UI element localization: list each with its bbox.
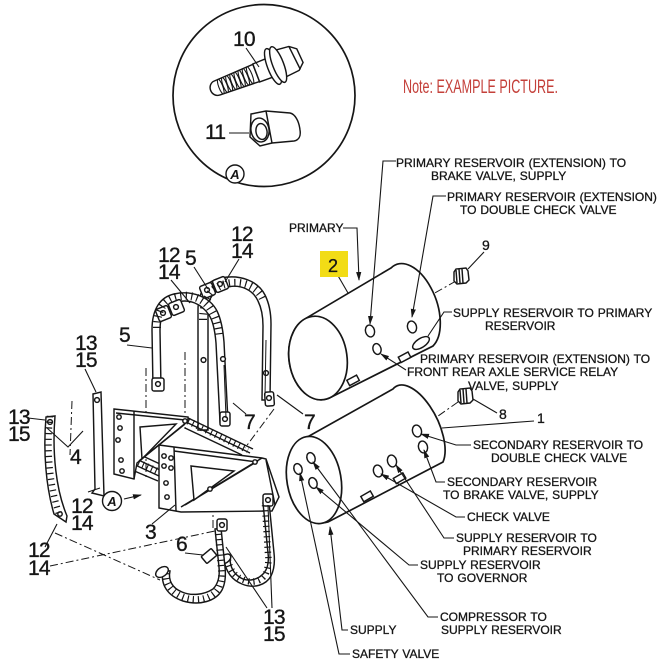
svg-text:SUPPLY RESERVOIR TO: SUPPLY RESERVOIR TO: [456, 531, 597, 545]
svg-text:13: 13: [75, 332, 97, 355]
svg-text:A: A: [229, 167, 239, 182]
svg-text:14: 14: [28, 557, 51, 580]
svg-text:BRAKE VALVE, SUPPLY: BRAKE VALVE, SUPPLY: [431, 169, 566, 183]
svg-text:COMPRESSOR TO: COMPRESSOR TO: [440, 610, 547, 624]
svg-text:12: 12: [158, 244, 180, 267]
svg-text:PRIMARY RESERVOIR: PRIMARY RESERVOIR: [463, 544, 592, 558]
svg-text:SECONDARY RESERVOIR: SECONDARY RESERVOIR: [447, 475, 597, 489]
svg-text:14: 14: [71, 512, 94, 535]
svg-text:5: 5: [185, 247, 196, 270]
svg-text:RESERVOIR: RESERVOIR: [485, 319, 556, 333]
svg-text:14: 14: [231, 240, 254, 263]
svg-text:CHECK VALVE: CHECK VALVE: [467, 510, 550, 524]
svg-text:PRIMARY: PRIMARY: [289, 221, 343, 235]
svg-text:7: 7: [304, 411, 315, 434]
svg-text:FRONT REAR AXLE SERVICE RELAY: FRONT REAR AXLE SERVICE RELAY: [407, 365, 618, 379]
svg-text:SUPPLY RESERVOIR: SUPPLY RESERVOIR: [441, 623, 562, 637]
svg-text:13: 13: [8, 406, 30, 429]
svg-text:TO BRAKE VALVE, SUPPLY: TO BRAKE VALVE, SUPPLY: [443, 488, 599, 502]
svg-text:15: 15: [75, 349, 97, 372]
svg-text:8: 8: [499, 406, 507, 422]
svg-text:PRIMARY RESERVOIR (EXTENSION): PRIMARY RESERVOIR (EXTENSION): [447, 190, 657, 204]
svg-text:Note: EXAMPLE PICTURE.: Note: EXAMPLE PICTURE.: [403, 77, 558, 98]
svg-text:9: 9: [482, 237, 490, 253]
svg-text:15: 15: [8, 423, 30, 446]
svg-text:4: 4: [70, 446, 82, 469]
svg-text:13: 13: [263, 606, 285, 629]
svg-text:TO DOUBLE CHECK VALVE: TO DOUBLE CHECK VALVE: [460, 203, 617, 217]
svg-text:A: A: [106, 494, 116, 509]
svg-text:12: 12: [231, 223, 253, 246]
svg-text:14: 14: [158, 261, 181, 284]
svg-text:5: 5: [119, 324, 130, 347]
svg-text:2: 2: [328, 256, 338, 276]
svg-text:PRIMARY RESERVOIR (EXTENSION): PRIMARY RESERVOIR (EXTENSION) TO: [396, 156, 626, 170]
svg-text:PRIMARY RESERVOIR (EXTENSION): PRIMARY RESERVOIR (EXTENSION) TO: [420, 352, 650, 366]
svg-text:SUPPLY RESERVOIR: SUPPLY RESERVOIR: [420, 558, 541, 572]
svg-text:SUPPLY RESERVOIR TO PRIMARY: SUPPLY RESERVOIR TO PRIMARY: [453, 306, 652, 320]
svg-text:TO GOVERNOR: TO GOVERNOR: [437, 571, 528, 585]
svg-text:15: 15: [263, 623, 285, 646]
svg-text:12: 12: [28, 539, 50, 562]
svg-text:7: 7: [244, 411, 255, 434]
svg-text:VALVE, SUPPLY: VALVE, SUPPLY: [468, 379, 559, 393]
svg-text:6: 6: [176, 533, 187, 556]
svg-text:11: 11: [205, 121, 225, 144]
svg-text:SUPPLY: SUPPLY: [350, 623, 396, 637]
svg-text:SECONDARY RESERVOIR TO: SECONDARY RESERVOIR TO: [473, 438, 643, 452]
svg-text:SAFETY VALVE: SAFETY VALVE: [352, 647, 439, 661]
svg-text:DOUBLE CHECK VALVE: DOUBLE CHECK VALVE: [491, 451, 627, 465]
svg-text:12: 12: [71, 495, 93, 518]
svg-text:1: 1: [537, 410, 545, 426]
svg-text:10: 10: [233, 28, 255, 51]
svg-text:3: 3: [145, 521, 156, 544]
